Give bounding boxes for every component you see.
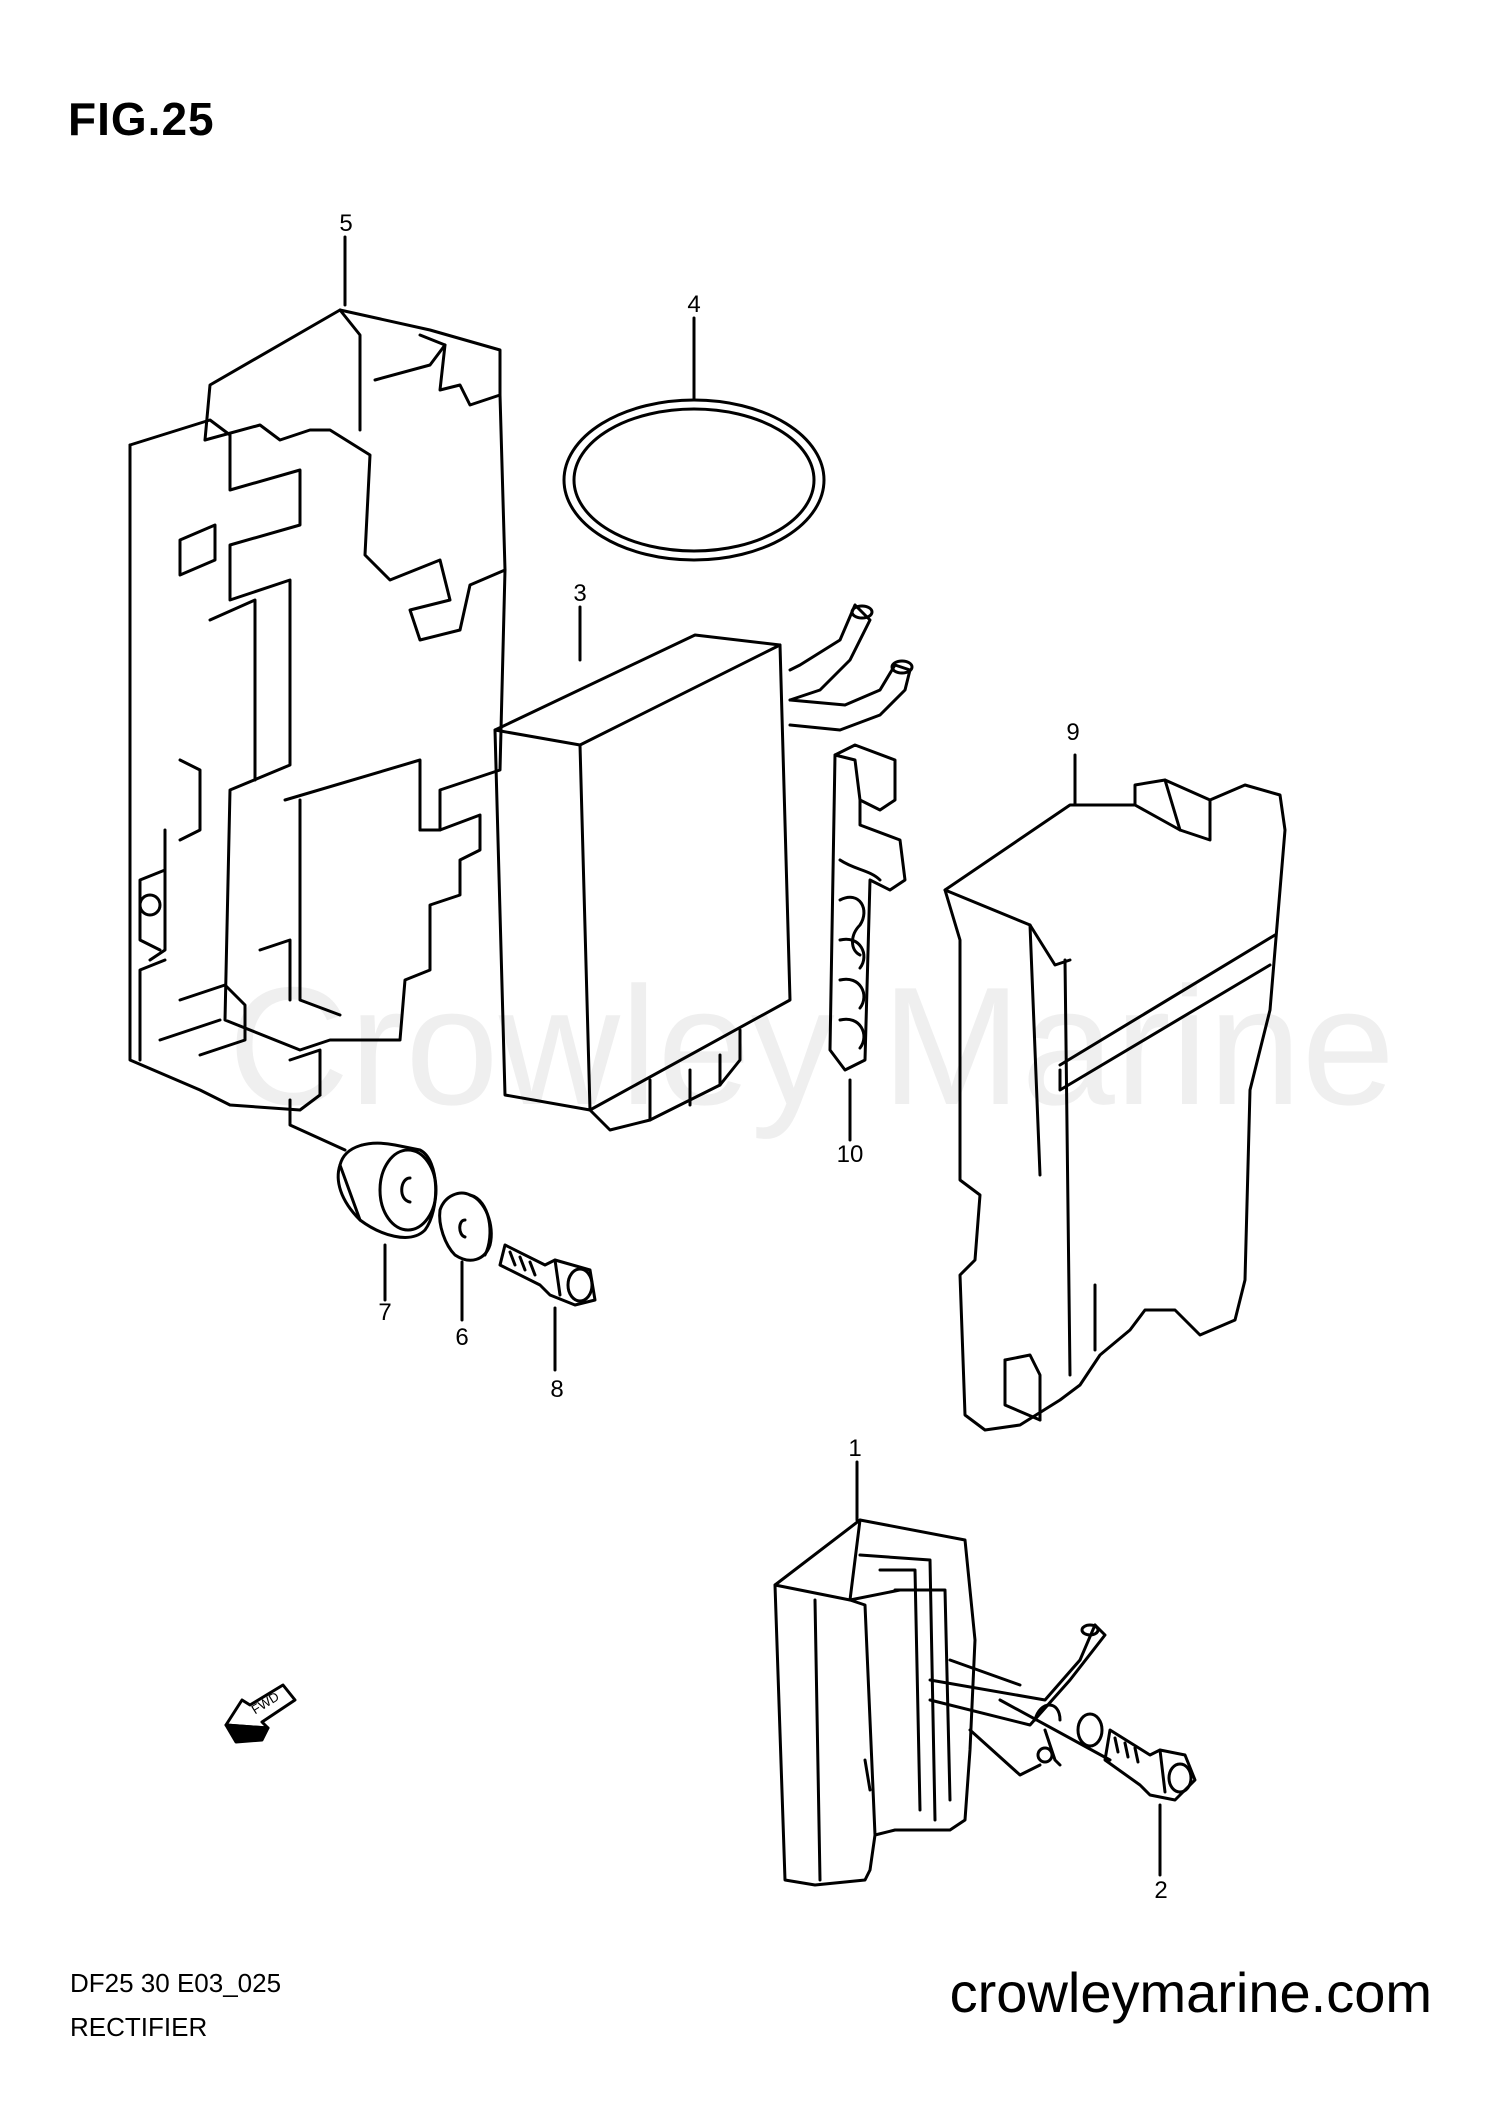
part-5-bracket[interactable] [130, 237, 505, 1110]
figure-title: FIG.25 [68, 93, 215, 145]
part-7-grommet[interactable] [290, 1100, 436, 1300]
website-link[interactable]: crowleymarine.com [949, 1961, 1432, 2024]
leader-line-1-2 [1000, 1700, 1110, 1760]
part-10-wire-clip[interactable] [830, 745, 905, 1140]
section-name: RECTIFIER [70, 2012, 208, 2042]
part-9-cover[interactable] [945, 755, 1285, 1430]
part-8-bolt[interactable] [500, 1245, 595, 1370]
callout-4: 4 [687, 291, 700, 318]
callout-10: 10 [837, 1141, 864, 1168]
part-3-control-unit[interactable] [495, 605, 912, 1130]
part-4-o-ring[interactable] [564, 318, 824, 560]
fwd-arrow-icon: FWD [226, 1685, 295, 1742]
part-1-rectifier[interactable] [775, 1462, 1105, 1885]
model-code: DF25 30 E03_025 [70, 1968, 282, 1998]
callout-5: 5 [339, 210, 352, 237]
callout-2: 2 [1154, 1877, 1167, 1904]
part-2-bolt[interactable] [1105, 1730, 1195, 1875]
callout-1: 1 [848, 1435, 861, 1462]
part-6-collar[interactable] [440, 1193, 492, 1320]
callout-8: 8 [550, 1376, 563, 1403]
callout-6: 6 [455, 1324, 468, 1351]
callout-3: 3 [573, 580, 586, 607]
callout-9: 9 [1066, 719, 1079, 746]
watermark: Crowley Marine [228, 952, 1395, 1140]
callout-7: 7 [378, 1299, 391, 1326]
